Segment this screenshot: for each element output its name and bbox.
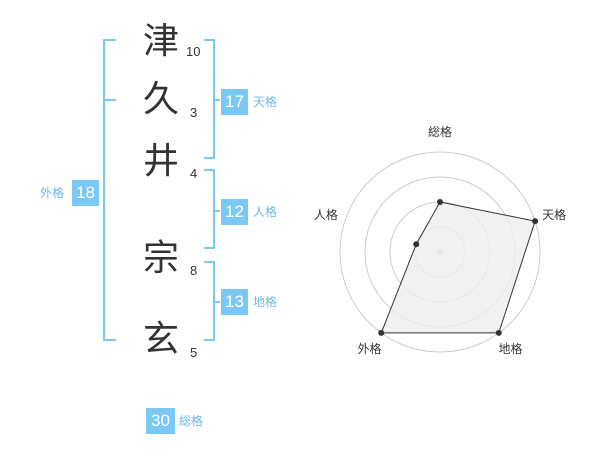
radar-point bbox=[413, 241, 420, 248]
radar-axis-label: 総格 bbox=[428, 124, 452, 139]
chikaku-value: 13 bbox=[221, 289, 248, 315]
soukaku-value: 30 bbox=[146, 408, 175, 434]
stroke-count-5: 5 bbox=[190, 345, 198, 360]
stroke-count-1: 10 bbox=[186, 44, 201, 59]
stroke-count-3: 4 bbox=[190, 166, 198, 181]
radar-ring bbox=[339, 151, 541, 353]
gaikaku-label: 外格 bbox=[40, 186, 65, 200]
tenkaku-label: 天格 bbox=[253, 95, 278, 109]
soukaku-label: 総格 bbox=[179, 414, 204, 428]
name-char-5: 玄 bbox=[143, 319, 180, 360]
stroke-count-4: 8 bbox=[190, 263, 198, 278]
radar-point bbox=[437, 199, 443, 205]
jinkaku-label: 人格 bbox=[253, 205, 278, 219]
radar-point bbox=[495, 329, 502, 336]
gaikaku-bracket bbox=[103, 39, 116, 341]
stroke-count-2: 3 bbox=[190, 105, 198, 120]
name-char-1: 津 bbox=[143, 21, 180, 62]
name-char-3: 井 bbox=[143, 141, 180, 182]
radar-axis-label: 天格 bbox=[542, 207, 566, 222]
chikaku-label: 地格 bbox=[253, 295, 278, 309]
radar-axis-label: 地格 bbox=[499, 341, 523, 356]
radar-axis-label: 外格 bbox=[357, 341, 381, 356]
name-char-4: 宗 bbox=[143, 238, 180, 279]
radar-polygon bbox=[380, 201, 536, 334]
tenkaku-value: 17 bbox=[221, 89, 248, 115]
radar-point bbox=[378, 329, 385, 336]
radar-axis-label: 人格 bbox=[314, 207, 338, 222]
gaikaku-value: 18 bbox=[72, 180, 99, 206]
chikaku-bracket bbox=[204, 261, 220, 341]
name-char-2: 久 bbox=[143, 79, 180, 120]
jinkaku-bracket bbox=[204, 169, 220, 249]
radar-point bbox=[532, 218, 539, 225]
tenkaku-bracket bbox=[204, 39, 220, 159]
jinkaku-value: 12 bbox=[221, 199, 248, 225]
